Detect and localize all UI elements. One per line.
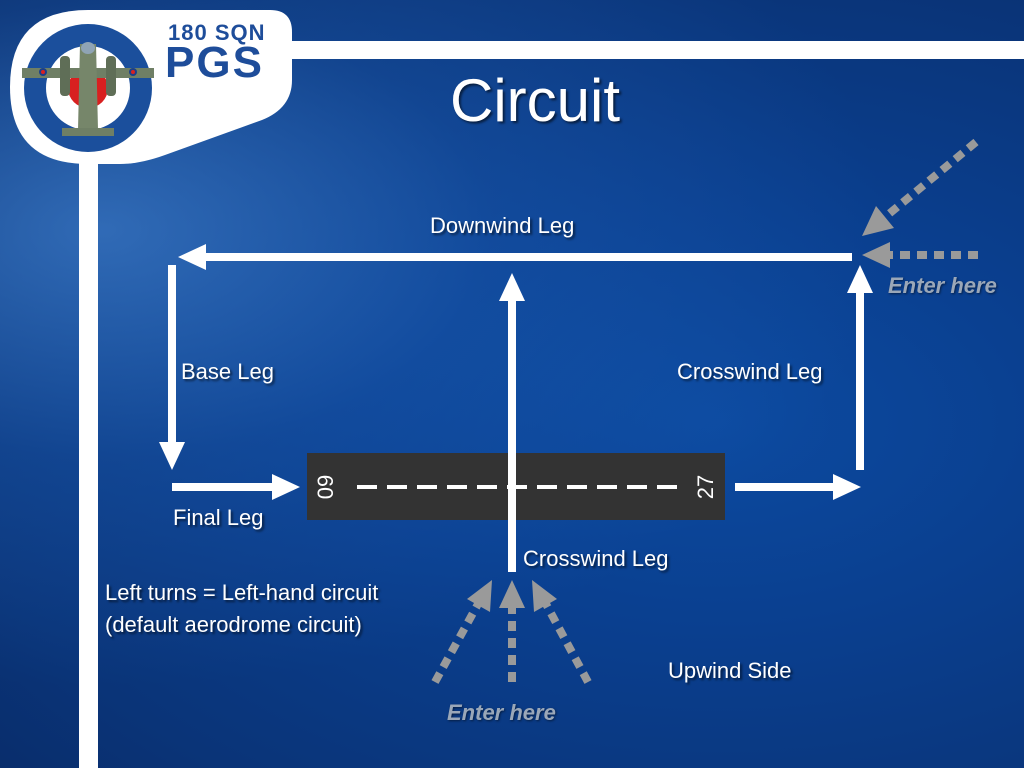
circuit-note-line-2: (default aerodrome circuit) (105, 612, 362, 637)
upwind-side-label: Upwind Side (668, 658, 792, 683)
entry-arrow-bottom-left (431, 602, 482, 684)
runway-centerline (357, 485, 677, 489)
downwind-leg-label: Downwind Leg (430, 213, 575, 238)
header-bar (262, 41, 1024, 59)
enter-here-label-top-right: Enter here (888, 273, 997, 298)
enter-here-label-bottom: Enter here (447, 700, 556, 725)
circuit-note-line-1: Left turns = Left-hand circuit (105, 580, 379, 605)
side-bar (79, 130, 98, 768)
upwind-leg-arrow (735, 474, 861, 500)
crosswind-leg-label-center: Crosswind Leg (523, 546, 669, 571)
crosswind-leg-arrow (847, 265, 873, 470)
entry-arrowhead-bottom-right (532, 580, 557, 612)
downwind-leg-arrow (178, 244, 852, 270)
entry-arrowhead-bottom-left (467, 580, 492, 612)
final-leg-arrow (172, 474, 300, 500)
final-leg-label: Final Leg (173, 505, 264, 530)
entry-arrowhead-top-right-diagonal (862, 206, 894, 236)
crosswind-leg-label-right: Crosswind Leg (677, 359, 823, 384)
base-leg-label: Base Leg (181, 359, 274, 384)
page-title: Circuit (449, 67, 620, 134)
runway-number-left: 09 (313, 474, 338, 500)
center-arrow-overlay (508, 452, 516, 522)
base-leg-arrow (159, 265, 185, 470)
logo-acronym-text: PGS (165, 38, 264, 87)
mosquito-aircraft-icon (22, 42, 154, 136)
circuit-note: Left turns = Left-hand circuit (default … (105, 577, 378, 641)
entry-arrowhead-bottom-center (499, 580, 525, 608)
center-crosswind-arrow (499, 273, 525, 572)
entry-arrow-bottom-right (542, 602, 592, 684)
entry-arrow-top-right-diagonal (881, 138, 979, 222)
runway-number-right: 27 (693, 474, 718, 500)
logo-squadron-text: 180 SQN (168, 20, 266, 45)
entry-arrowhead-top-right-horizontal (862, 242, 890, 268)
